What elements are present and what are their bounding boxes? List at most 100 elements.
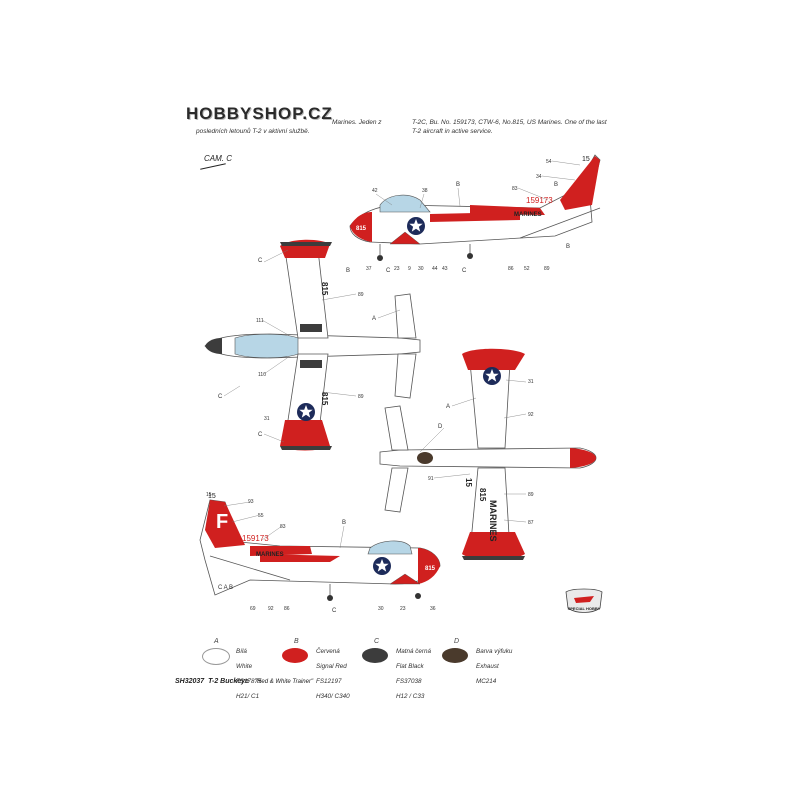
side-view-left [199,499,441,601]
callouts-bottom: A 31 92 D 91 89 87 [428,379,534,526]
description-en: T-2C, Bu. No. 159173, CTW-6, No.815, US … [412,118,607,136]
description-cz-line-1: Marines. Jeden z [332,119,382,126]
callout-label: 93 [248,499,254,505]
product-subtitle: "Red & White Trainer" [254,679,314,685]
product-code: SH32037 [175,678,205,685]
callout-label: 87 [528,520,534,526]
top-view [204,239,421,451]
callout-label: 92 [528,412,534,418]
legend-text: Matná černá Flat Black FS37038 H12 / C33 [396,647,432,701]
description-en-line-1: T-2C, Bu. No. 159173, CTW-6, No.815, US … [412,119,607,126]
bottom-view [379,348,597,560]
legend-letter: C [374,638,380,645]
camo-label: CAM. C [204,154,232,163]
wing-insignia-icon [297,403,315,421]
white-swatch [202,648,230,665]
callout-label: B [342,520,346,526]
side-view-right [349,154,601,261]
callout-label: B [346,268,350,274]
callout-label: C [462,268,467,274]
callout-label: 52 [524,266,530,272]
description-cz-line-2: posledních letounů T-2 v aktivní službě. [196,128,310,135]
callout-label: 89 [358,292,364,298]
callout-label: 31 [264,416,270,422]
callout-label: 44 [432,266,438,272]
bureau-number-left: 159173 [242,534,269,543]
callout-label: 30 [418,266,424,272]
wing-number-lower: 815 [320,392,329,406]
callouts-side-right: 54 34 83 42 38 B B C B 37 23 9 30 44 43 … [346,159,570,274]
callout-label: 23 [400,606,406,612]
red-swatch [282,648,308,663]
marines-underwing: MARINES [488,500,498,542]
callout-label: C [258,432,263,438]
legend-letter: B [294,638,299,645]
callout-label: D [438,424,443,430]
callout-label: 83 [280,524,286,530]
legend-text: Barva výfuku Exhaust MC214 [476,647,513,685]
callout-label: 83 [512,186,518,192]
callout-label: 89 [358,394,364,400]
callout-label: 55 [258,513,264,519]
callout-label: 38 [422,188,428,194]
callout-label: B [566,244,570,250]
callout-label: 31 [528,379,534,385]
bureau-number-right: 159173 [526,196,553,205]
callout-label: 89 [528,492,534,498]
callouts-top: C 89 111 A 110 89 C 31 C [218,258,376,438]
callout-label: 111 [256,318,264,324]
logo-text: SPECIAL HOBBY [568,606,601,611]
side-insignia-icon [373,557,391,575]
callout-label: 42 [372,188,378,194]
callout-label: 34 [536,174,542,180]
callout-label: 15 [206,492,212,498]
exhaust-swatch [442,648,468,663]
bottom-number: 815 [478,488,487,502]
callout-label: C [218,394,223,400]
callout-label: 69 [250,606,256,612]
underwing-insignia-icon [483,367,501,385]
brand-logo: SPECIAL HOBBY [565,588,603,613]
product-name: T-2 Buckeye [208,678,249,685]
marines-text-right: MARINES [514,212,542,218]
wing-number-upper: 815 [320,282,329,296]
black-swatch [362,648,388,663]
tail-letter-left: F [216,511,228,533]
callout-label: B [554,182,558,188]
callout-label: 89 [544,266,550,272]
tail-number-right: 15 [582,156,590,163]
callout-label: C [386,268,391,274]
product-line: SH32037 T-2 Buckeye "Red & White Trainer… [175,678,313,685]
leader-lines [223,160,581,549]
callout-label: 91 [428,476,434,482]
legend-letter: D [454,638,460,645]
watermark: HOBBYSHOP.CZ [186,104,333,123]
callout-label: 86 [508,266,514,272]
tail-letter-right: F [562,166,574,188]
callout-label: 110 [258,372,266,378]
callout-label: 9 [408,266,411,272]
legend-letter: A [214,638,219,645]
callout-label: A [446,404,450,410]
callout-label: 54 [546,159,552,165]
description-cz: Marines. Jeden z posledních letounů T-2 … [196,118,382,136]
callout-label: A [372,316,376,322]
legend-text: Bílá White FS17875 H21/ C1 [236,647,262,701]
callout-label: 92 [268,606,274,612]
callout-label: C A B [218,585,233,591]
callout-label: 23 [394,266,400,272]
bottom-number-small: 15 [464,478,473,487]
callout-label: 37 [366,266,372,272]
callout-label: 30 [378,606,384,612]
callout-label: 36 [430,606,436,612]
legend-text: Červená Signal Red FS12197 H340/ C340 [316,647,350,701]
nose-number-left: 815 [425,566,436,572]
description-en-line-2: T-2 aircraft in active service. [412,128,493,135]
callout-label: C [258,258,263,264]
callouts-side-left: 15 93 55 83 B C A B 69 92 86 C 30 23 36 [206,492,436,614]
marines-text-left: MARINES [256,552,284,558]
national-insignia-icon [407,217,425,235]
callout-label: 43 [442,266,448,272]
nose-number-right: 815 [356,226,367,232]
